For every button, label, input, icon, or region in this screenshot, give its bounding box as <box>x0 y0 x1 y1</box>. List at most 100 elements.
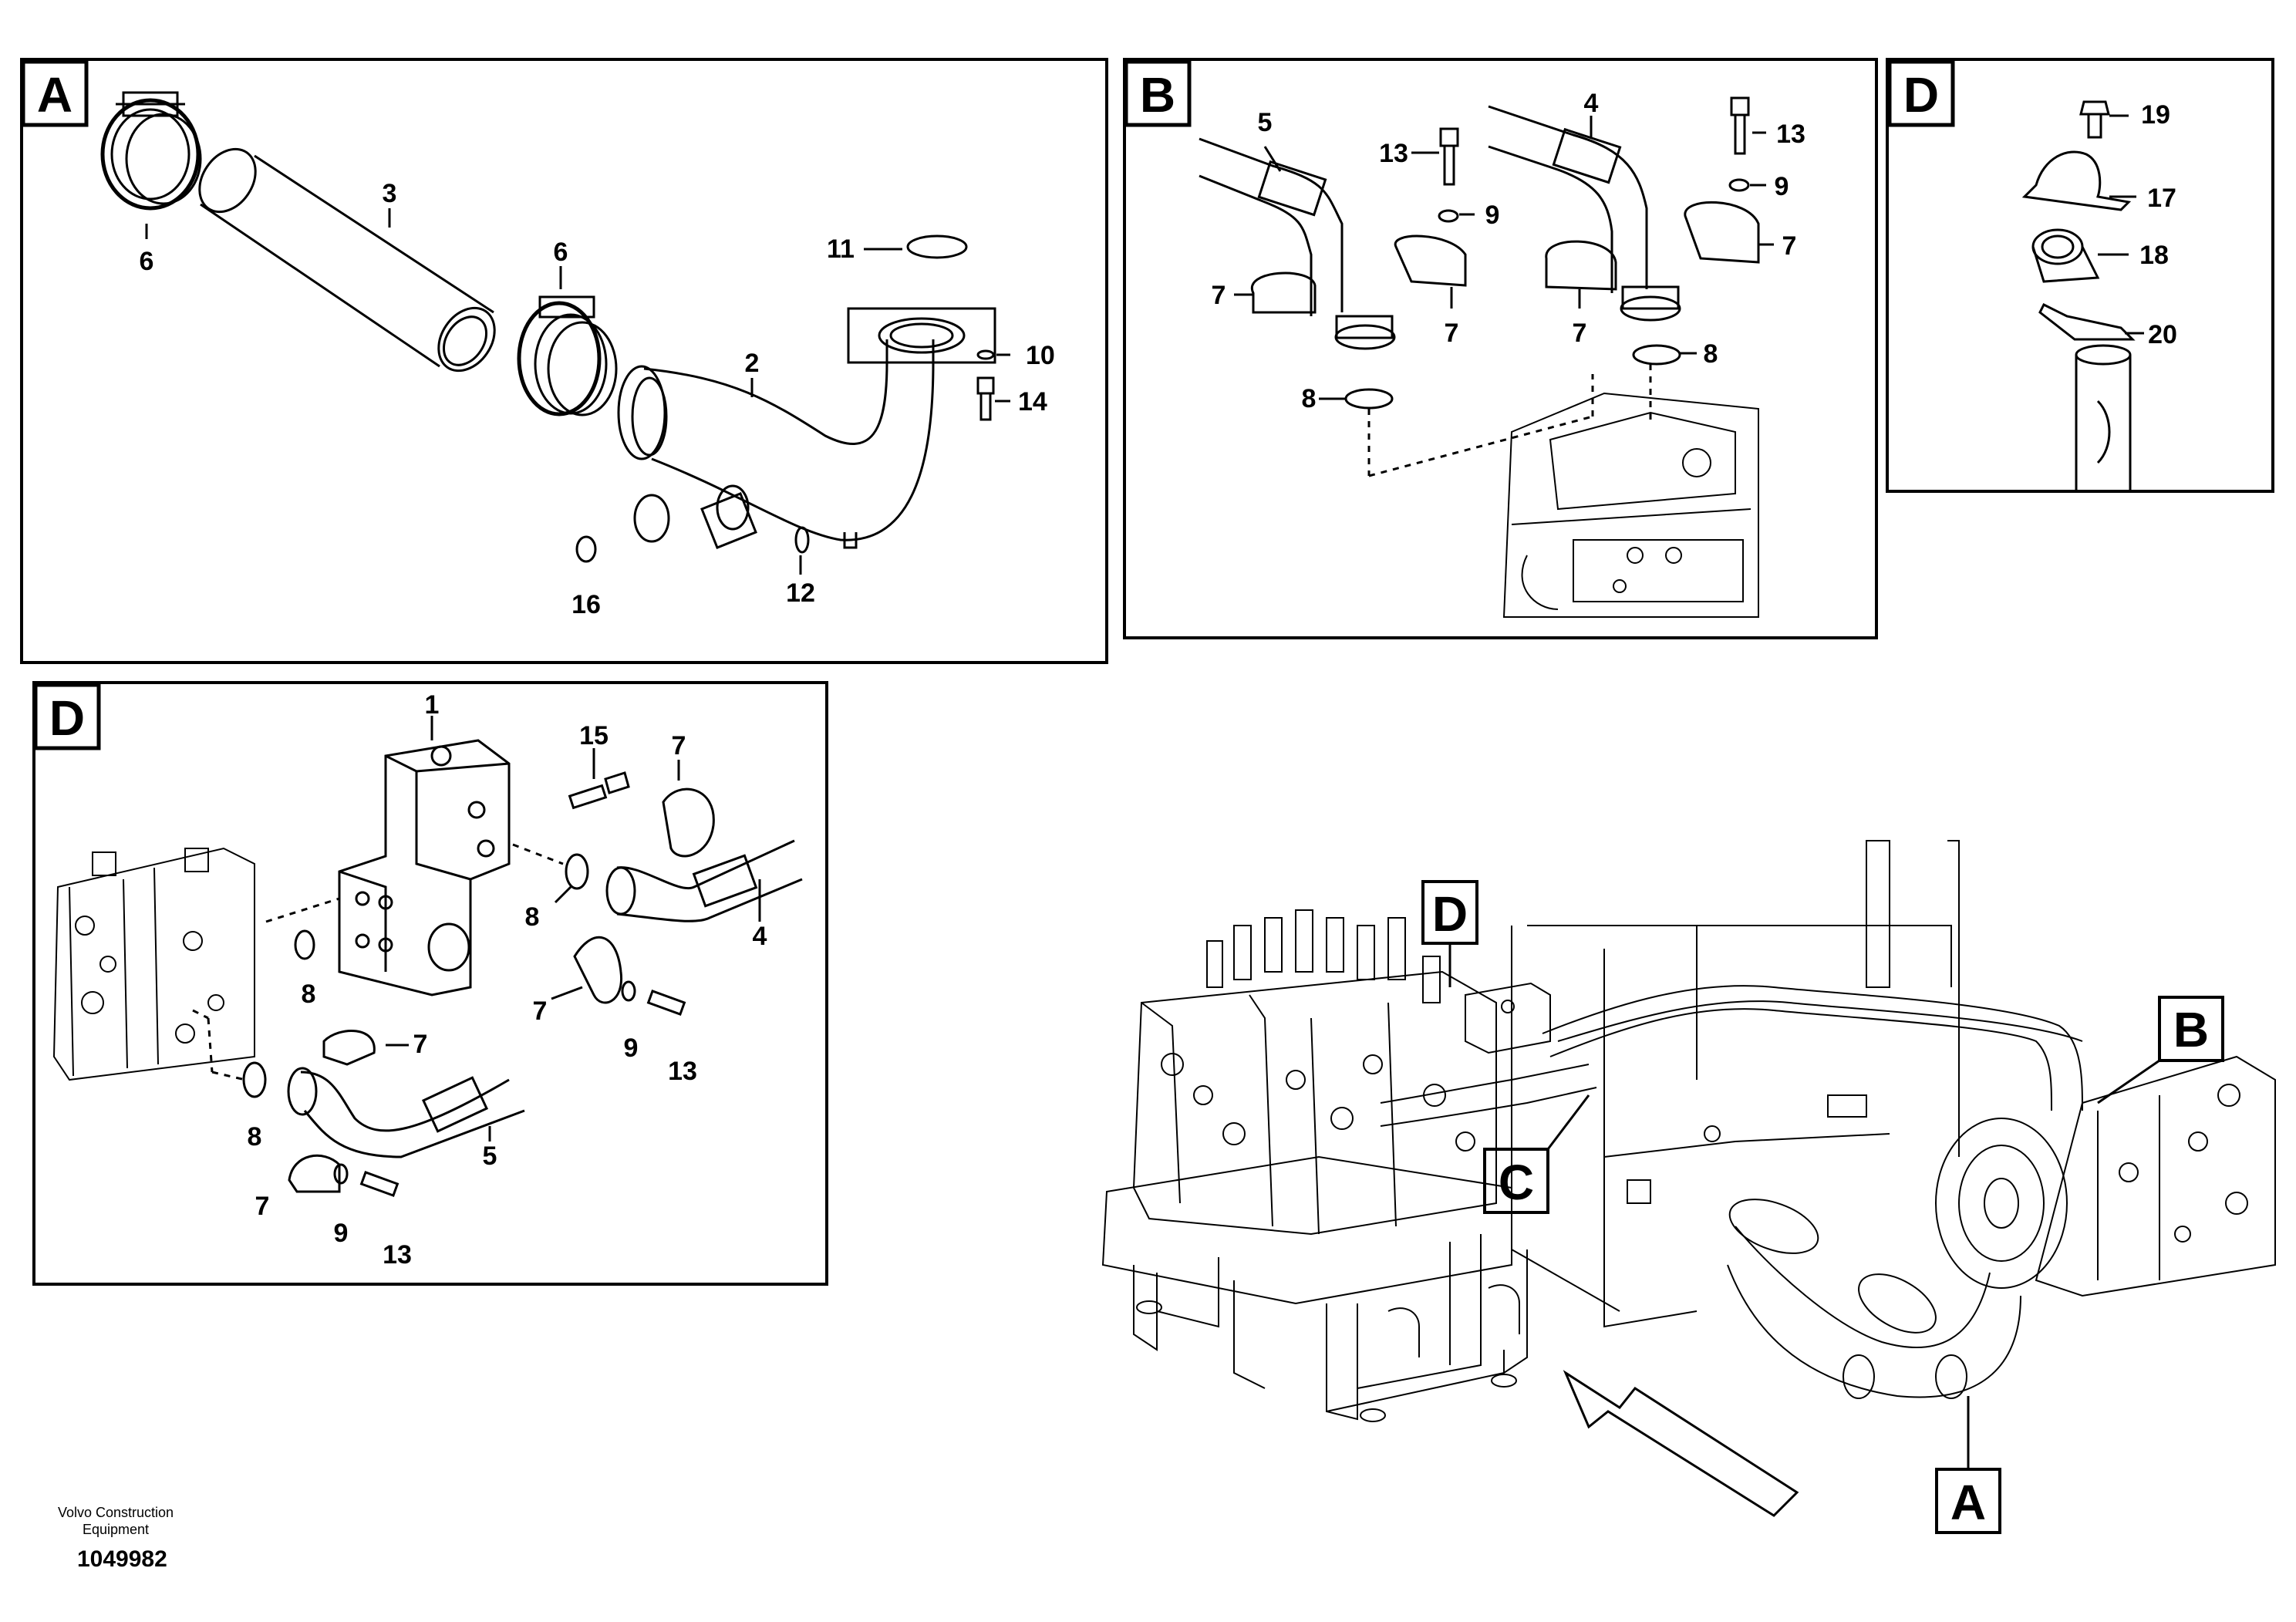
part-label: 8 <box>248 1122 262 1152</box>
part-label: 7 <box>1782 231 1797 261</box>
d-dashed-guides <box>192 843 564 1081</box>
bolt-15 <box>568 771 630 810</box>
machine-overview <box>1101 840 2276 1534</box>
company-name: Volvo Construction Equipment <box>46 1504 185 1538</box>
suction-pipe <box>617 307 996 549</box>
part-label: 7 <box>413 1030 428 1059</box>
part-label: 13 <box>668 1057 697 1086</box>
clamp-7-b <box>1394 234 1467 287</box>
pipe-5 <box>1199 137 1396 350</box>
o-ring-11 <box>906 234 968 259</box>
company-line1: Volvo Construction <box>57 1505 174 1520</box>
part-label: 7 <box>255 1192 270 1221</box>
bolt-13-right <box>1730 96 1750 155</box>
panel-b-text: B 5 4 13 13 9 9 7 7 7 7 8 8 <box>1140 67 1805 413</box>
part-label: 12 <box>786 578 815 608</box>
callout-b: B <box>2173 1002 2209 1057</box>
hose-clamp-middle <box>517 295 618 416</box>
drawing-number: 1049982 <box>77 1546 167 1572</box>
panel-a-text: A 3 6 6 11 2 10 14 16 12 <box>37 67 1055 619</box>
part-label: 8 <box>1704 339 1718 369</box>
panel-d-top <box>1886 58 2274 493</box>
part-label: 5 <box>1258 108 1273 137</box>
part-label: 9 <box>624 1034 639 1063</box>
part-label: 6 <box>554 238 568 267</box>
part-label: 4 <box>1584 89 1599 118</box>
o-ring-8-d3 <box>242 1061 267 1098</box>
part-label: 6 <box>140 247 154 276</box>
o-ring-12 <box>794 526 810 554</box>
washer-9-d2 <box>333 1163 349 1185</box>
o-ring-8-d1 <box>565 853 589 890</box>
panel-d-top-letter: D <box>1903 67 1939 123</box>
washer-9-right <box>1728 178 1750 192</box>
part-label: 3 <box>383 179 397 208</box>
bracket-20 <box>2038 302 2136 341</box>
callout-d: D <box>1432 886 1468 942</box>
bolt-19 <box>2079 100 2110 139</box>
washer-9-left <box>1438 209 1459 223</box>
part-label: 8 <box>525 902 540 932</box>
o-ring-16 <box>575 535 597 563</box>
pipe-4 <box>1488 105 1681 322</box>
part-label: 9 <box>1485 201 1500 230</box>
part-label: 8 <box>302 980 316 1009</box>
part-label: 14 <box>1018 387 1047 416</box>
part-label: 11 <box>827 234 855 264</box>
part-label: 5 <box>483 1141 497 1171</box>
bolt-13-d2 <box>359 1171 400 1197</box>
part-label: 18 <box>2139 241 2169 270</box>
part-label: 13 <box>383 1240 412 1270</box>
callout-c: C <box>1499 1155 1534 1210</box>
hose-clamp-left <box>100 91 202 211</box>
washer-9-d1 <box>621 980 636 1002</box>
clamp-7-d1 <box>662 787 715 858</box>
part-label: 8 <box>1302 384 1317 413</box>
o-ring-8-left <box>1344 388 1394 410</box>
clamp-7-a <box>1250 271 1317 314</box>
pipe-5-d <box>287 1067 525 1158</box>
part-label: 9 <box>334 1219 349 1248</box>
part-label: 13 <box>1379 139 1408 168</box>
part-label: 7 <box>533 996 548 1026</box>
hose-tube <box>198 147 496 373</box>
clip-17 <box>2021 150 2132 211</box>
panel-a-letter: A <box>37 67 72 123</box>
part-label: 7 <box>1212 281 1226 310</box>
clamp-7-d <box>1684 201 1760 264</box>
clamp-7-c <box>1545 240 1617 291</box>
overview-callout-text: D B C A <box>1432 886 2209 1530</box>
bushing-18 <box>2031 228 2100 283</box>
o-ring-8-right <box>1632 344 1681 366</box>
part-label: 4 <box>753 922 767 951</box>
part-label: 7 <box>1573 319 1587 348</box>
b-pump-housing <box>1502 392 1759 618</box>
pipe-4-d <box>605 839 803 922</box>
valve-block-1 <box>338 739 511 996</box>
part-label: 20 <box>2148 320 2177 349</box>
panel-d-main-letter: D <box>49 690 85 746</box>
callout-a: A <box>1950 1475 1986 1530</box>
part-label: 17 <box>2147 184 2176 213</box>
d-top-rod <box>2075 344 2132 490</box>
clamp-7-d2 <box>573 936 623 1004</box>
part-label: 9 <box>1775 172 1789 201</box>
company-line2: Equipment <box>82 1522 150 1537</box>
part-label: 16 <box>571 590 601 619</box>
control-valve <box>52 847 255 1081</box>
b-dashed-guides <box>1367 364 1652 477</box>
part-label: 15 <box>579 721 609 750</box>
bolt-14 <box>976 376 995 421</box>
panel-d-top-text: D 19 17 18 20 <box>1903 67 2177 349</box>
washer-10 <box>976 349 995 360</box>
panel-d-main <box>32 681 828 1286</box>
part-label: 1 <box>425 690 440 720</box>
panel-b-letter: B <box>1140 67 1175 123</box>
part-label: 13 <box>1776 120 1805 149</box>
part-label: 7 <box>672 731 686 760</box>
panel-a <box>20 58 1108 664</box>
part-label: 2 <box>745 349 760 378</box>
bolt-13-d1 <box>646 990 686 1016</box>
clamp-7-d3 <box>322 1030 376 1066</box>
